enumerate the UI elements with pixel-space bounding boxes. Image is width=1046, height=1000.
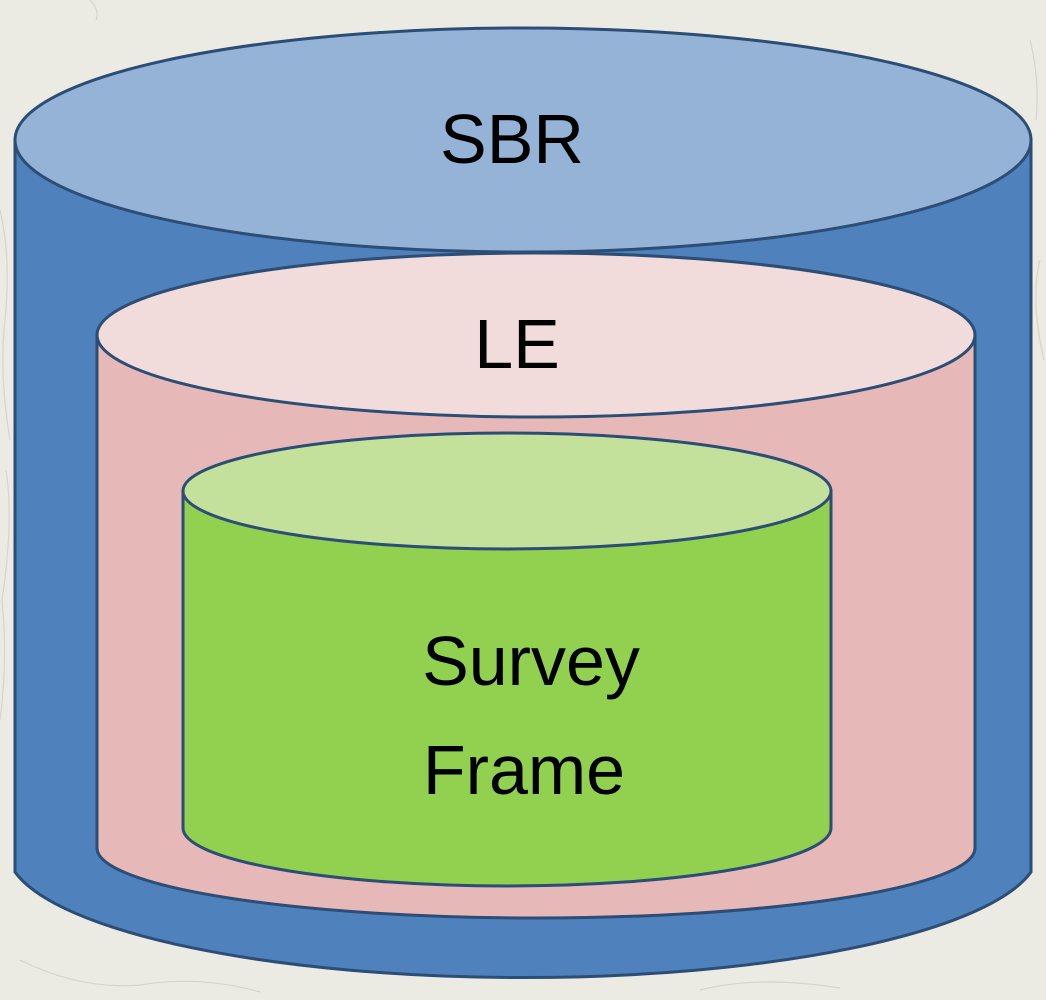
le-cylinder-top [95, 251, 977, 419]
survey-frame-cylinder-body [181, 489, 833, 888]
survey-frame-cylinder-top [181, 431, 833, 551]
survey-label: Survey [422, 622, 640, 700]
frame-label: Frame [423, 731, 625, 809]
sbr-label: SBR [440, 100, 584, 178]
le-label: LE [474, 305, 560, 383]
survey-frame-cylinder: Survey Frame [181, 431, 833, 888]
